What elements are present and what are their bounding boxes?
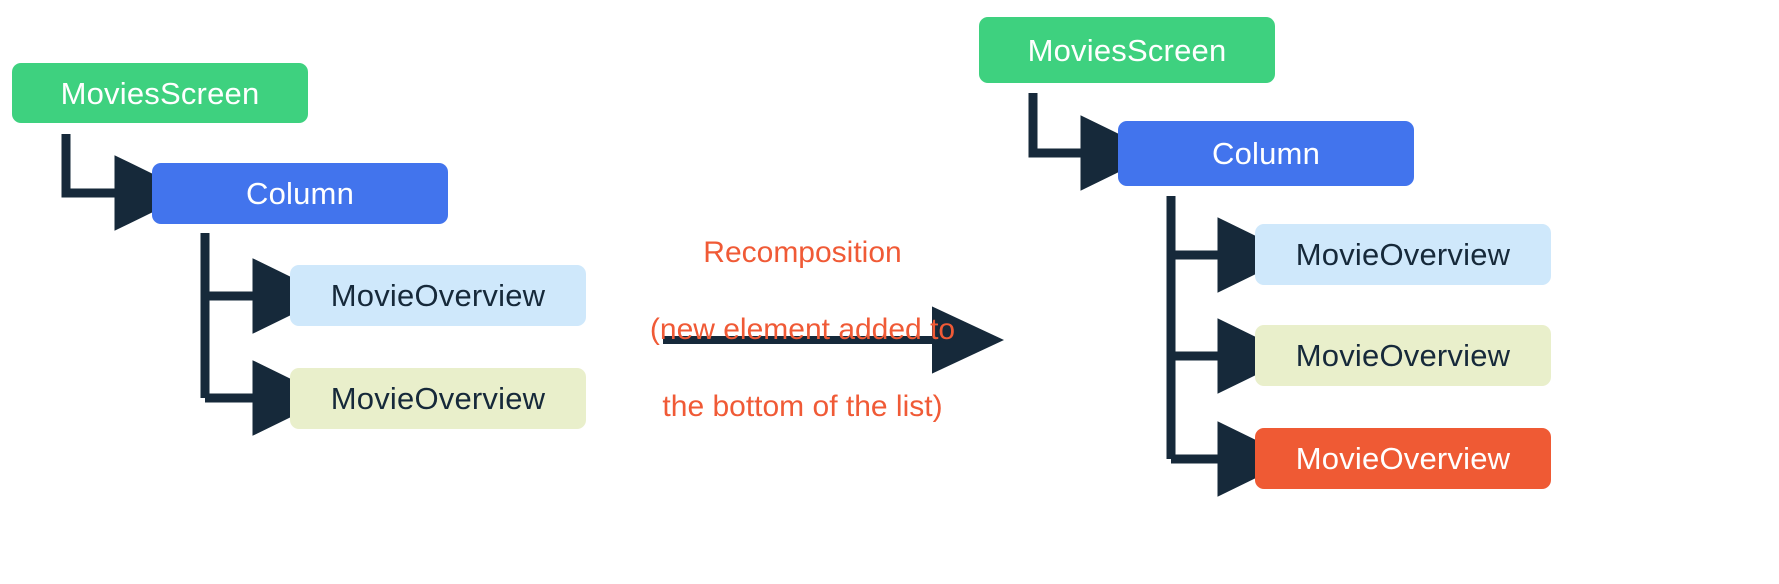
recomposition-caption-line-3: the bottom of the list) xyxy=(662,389,943,423)
edge-moviesscreen-to-column-left xyxy=(61,134,192,231)
recomposition-caption-line-1: Recomposition xyxy=(703,236,902,270)
recomposition-caption: Recomposition (new element added to the … xyxy=(640,196,965,465)
before-node-movies-screen-label: MoviesScreen xyxy=(60,75,260,111)
after-node-movies-screen-label: MoviesScreen xyxy=(1027,32,1227,68)
after-node-movie-overview-1-label: MovieOverview xyxy=(1295,237,1511,272)
after-node-column[interactable]: Column xyxy=(1118,121,1414,186)
before-node-movie-overview-2-label: MovieOverview xyxy=(330,381,546,416)
after-node-movie-overview-2[interactable]: MovieOverview xyxy=(1255,325,1551,386)
after-node-column-label: Column xyxy=(1211,136,1321,171)
before-node-column[interactable]: Column xyxy=(152,163,448,224)
before-node-movie-overview-1-label: MovieOverview xyxy=(330,278,546,313)
before-node-movie-overview-1[interactable]: MovieOverview xyxy=(290,265,586,326)
after-node-movies-screen[interactable]: MoviesScreen xyxy=(979,17,1275,83)
after-node-movie-overview-3-new-label: MovieOverview xyxy=(1295,441,1511,476)
after-node-movie-overview-2-label: MovieOverview xyxy=(1295,338,1511,373)
before-node-movies-screen[interactable]: MoviesScreen xyxy=(12,63,308,123)
after-node-movie-overview-3-new[interactable]: MovieOverview xyxy=(1255,428,1551,489)
before-node-column-label: Column xyxy=(245,176,355,211)
recomposition-caption-line-2: (new element added to xyxy=(649,313,956,347)
after-node-movie-overview-1[interactable]: MovieOverview xyxy=(1255,224,1551,285)
before-node-movie-overview-2[interactable]: MovieOverview xyxy=(290,368,586,429)
edge-moviesscreen-to-column-right xyxy=(1028,93,1158,191)
